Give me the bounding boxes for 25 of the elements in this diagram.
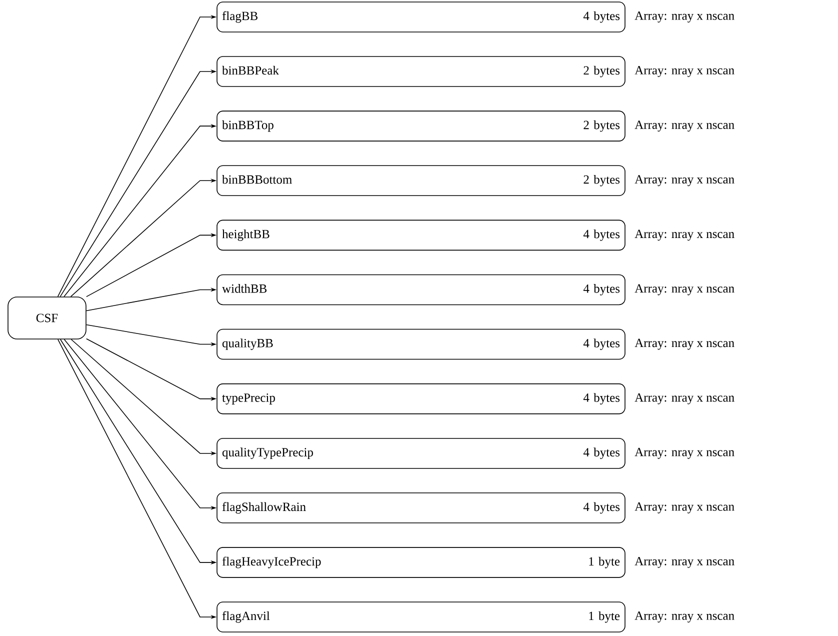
array-note: Array: nray x nscan [634, 338, 734, 350]
field-box: binBBPeak 2 bytes [216, 56, 626, 87]
root-box: CSF [8, 296, 86, 340]
array-note: Array: nray x nscan [634, 120, 734, 132]
array-note: Array: nray x nscan [634, 448, 734, 459]
field-box: flagAnvil 1 byte [216, 602, 626, 632]
field-box: flagBB 4 bytes [216, 2, 626, 32]
field-box: qualityTypePrecip 4 bytes [216, 438, 626, 469]
field-box: heightBB 4 bytes [216, 220, 626, 251]
array-note: Array: nray x nscan [634, 393, 734, 404]
array-note: Array: nray x nscan [634, 612, 734, 622]
field-box: binBBBottom 2 bytes [216, 165, 626, 196]
field-box: flagShallowRain 4 bytes [216, 492, 626, 524]
array-note: Array: nray x nscan [634, 66, 734, 77]
array-note: Array: nray x nscan [634, 556, 734, 568]
field-box: qualityBB 4 bytes [216, 328, 626, 360]
field-box: binBBTop 2 bytes [216, 110, 626, 142]
array-note: Array: nray x nscan [634, 175, 734, 186]
field-box: flagHeavyIcePrecip 1 byte [216, 547, 626, 578]
array-note: Array: nray x nscan [634, 284, 734, 296]
field-box: typePrecip 4 bytes [216, 383, 626, 414]
field-box: widthBB 4 bytes [216, 274, 626, 306]
array-note: Array: nray x nscan [634, 230, 734, 241]
array-note: Array: nray x nscan [634, 502, 734, 514]
array-note: Array: nray x nscan [634, 12, 734, 22]
